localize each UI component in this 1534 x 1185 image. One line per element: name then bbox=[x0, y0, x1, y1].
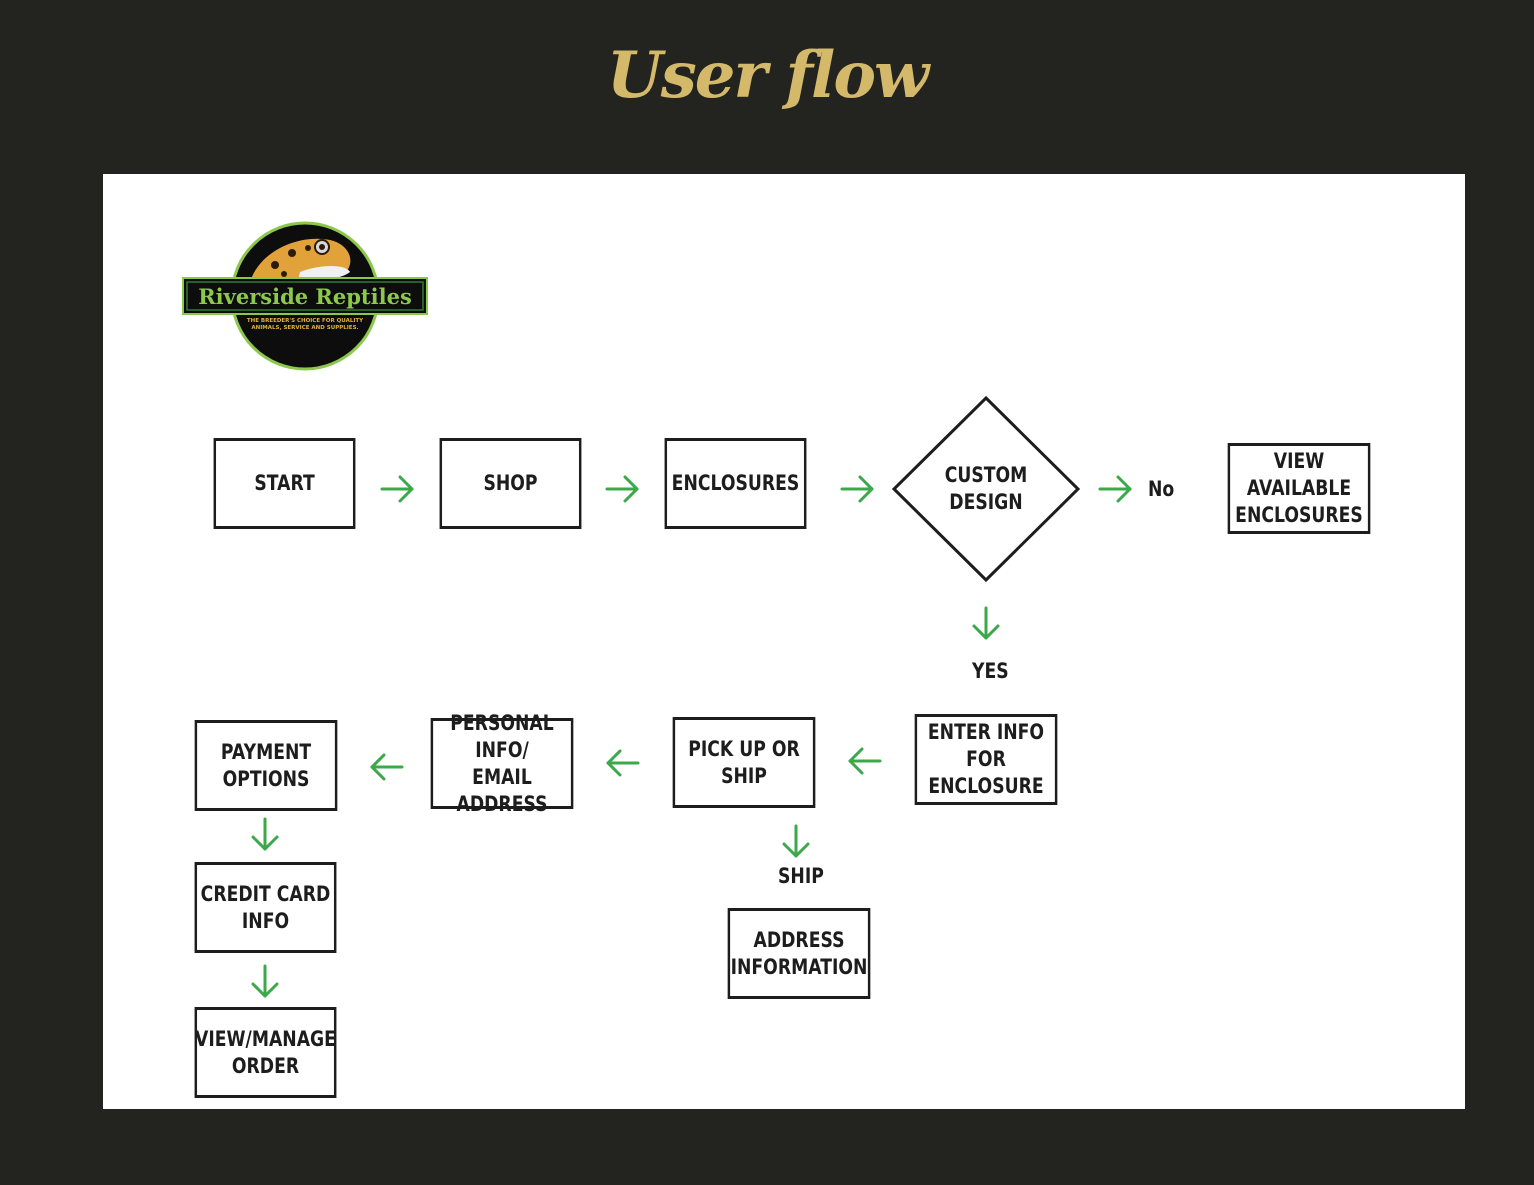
edge-label-no: No bbox=[1148, 477, 1175, 501]
page-title: User flow bbox=[606, 38, 929, 113]
node-address-information: ADDRESS INFORMATION bbox=[727, 908, 871, 999]
logo-tagline-line-1: THE BREEDER'S CHOICE FOR QUALITY bbox=[247, 318, 364, 324]
node-shop: SHOP bbox=[439, 438, 582, 529]
node-start: START bbox=[213, 438, 356, 529]
edge-label-ship: SHIP bbox=[778, 864, 824, 888]
node-enter-info-for-enclosure: ENTER INFO FOR ENCLOSURE bbox=[914, 714, 1058, 805]
node-enclosures: ENCLOSURES bbox=[664, 438, 807, 529]
node-credit-card-info: CREDIT CARD INFO bbox=[194, 862, 337, 953]
logo-wordmark: Riverside Reptiles bbox=[198, 284, 412, 309]
decision-custom-design-label: CUSTOM DESIGN bbox=[944, 463, 1028, 514]
node-personal-info: PERSONAL INFO/ EMAIL ADDRESS bbox=[430, 711, 574, 816]
node-payment-options: PAYMENT OPTIONS bbox=[194, 720, 338, 811]
riverside-reptiles-logo: Riverside Reptiles THE BREEDER'S CHOICE … bbox=[182, 221, 428, 371]
node-pick-up-or-ship: PICK UP OR SHIP bbox=[672, 717, 816, 808]
decision-custom-design: CUSTOM DESIGN bbox=[892, 396, 1080, 582]
node-view-manage-order: VIEW/MANAGE ORDER bbox=[194, 1007, 337, 1098]
logo-tagline-line-2: ANIMALS, SERVICE AND SUPPLIES. bbox=[251, 325, 358, 331]
node-view-available-enclosures: VIEW AVAILABLE ENCLOSURES bbox=[1227, 443, 1371, 534]
edge-label-yes: YES bbox=[972, 659, 1009, 683]
